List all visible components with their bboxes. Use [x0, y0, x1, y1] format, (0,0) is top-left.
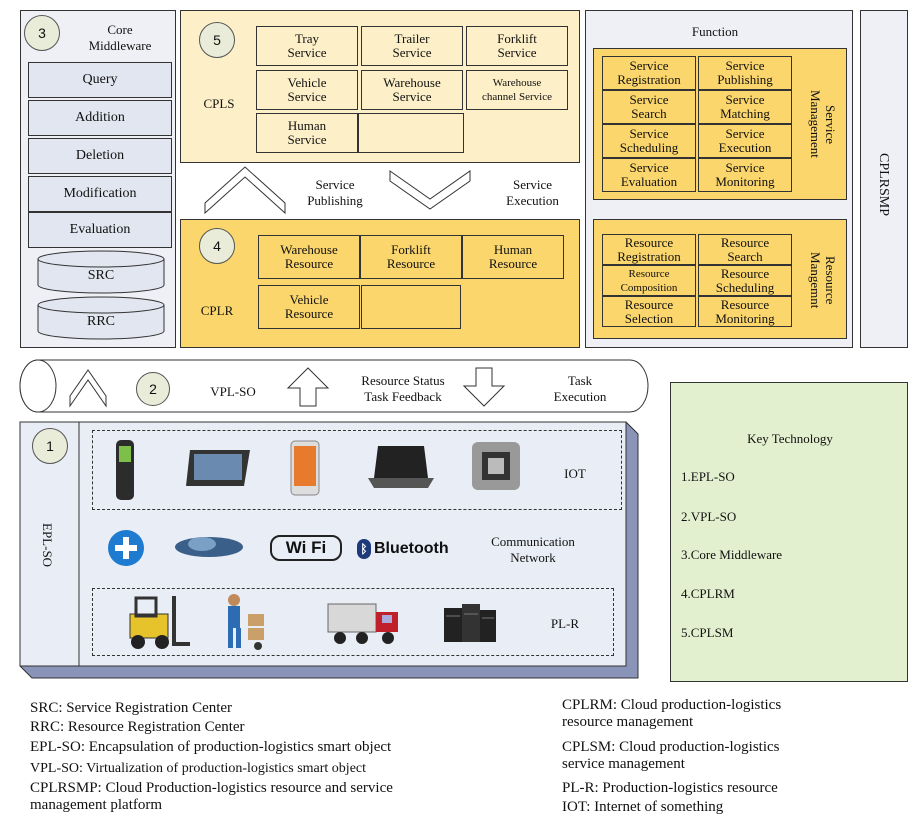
legend-iot: IOT: Internet of something — [562, 799, 724, 815]
resource-management-label: Resource Mangemnt — [808, 251, 838, 309]
core-item: Modification — [28, 176, 172, 212]
resource-function-cell: Resource Scheduling — [698, 265, 792, 296]
legend-src: SRC: Service Registration Center — [30, 700, 233, 716]
cplrsmp-label: CPLRSMP — [876, 153, 891, 217]
service-function-cell: Service Evaluation — [602, 158, 696, 192]
cpls-service-cell: Forklift Service — [466, 26, 568, 66]
bluetooth-icon: ᛒ — [357, 539, 371, 559]
legend-epl-so: EPL-SO: Encapsulation of production-logi… — [30, 739, 392, 755]
pl-r-label: PL-R — [550, 616, 580, 631]
database-icon: SRC — [36, 250, 166, 294]
key-tech-item: 1.EPL-SO — [681, 469, 735, 484]
resource-function-cell: Resource Monitoring — [698, 296, 792, 327]
tablet-icon — [186, 450, 250, 486]
service-arrows — [204, 166, 471, 215]
key-tech-item: 4.CPLRM — [681, 586, 735, 601]
forklift-icon — [129, 596, 190, 649]
service-function-cell: Service Publishing — [698, 56, 792, 90]
resource-status-label: Resource Status Task Feedback — [361, 373, 445, 404]
service-publishing-label: Service Publishing — [307, 177, 363, 208]
up-chevron-icon — [204, 166, 286, 215]
resource-function-cell: Resource Search — [698, 234, 792, 265]
function-title: Function — [691, 24, 739, 39]
communication-network-label: Communication Network — [491, 534, 575, 565]
resource-function-cell: Resource Composition — [602, 265, 696, 296]
cplr-label: CPLR — [200, 303, 234, 318]
core-item: Query — [28, 62, 172, 98]
key-tech-item: 3.Core Middleware — [681, 547, 783, 562]
legend-pl-r: PL-R: Production-logistics resource — [562, 780, 778, 796]
database-icon: RRC — [36, 296, 166, 340]
cpls-service-cell: Vehicle Service — [256, 70, 358, 110]
up-arrow-icon — [286, 367, 330, 407]
key-technology-title: Key Technology — [747, 431, 833, 446]
cplr-resource-cell: Vehicle Resource — [258, 285, 360, 329]
cpls-service-cell: Trailer Service — [361, 26, 463, 66]
service-function-cell: Service Matching — [698, 90, 792, 124]
up-chevron-small-icon — [69, 369, 107, 408]
laptop-icon — [368, 446, 434, 488]
key-technology-panel: Key Technology 1.EPL-SO 2.VPL-SO 3.Core … — [670, 382, 908, 682]
service-function-cell: Service Registration — [602, 56, 696, 90]
database-label: RRC — [86, 314, 115, 329]
vpl-number-badge: 2 — [136, 372, 170, 406]
truck-icon — [327, 603, 398, 644]
task-execution-label: Task Execution — [553, 373, 607, 404]
bluetooth-logo: ᛒ Bluetooth — [357, 538, 449, 560]
service-execution-label: Service Execution — [506, 177, 559, 208]
chip-icon — [472, 442, 520, 490]
core-item: Evaluation — [28, 212, 172, 248]
wifi-text: Wi Fi — [285, 538, 327, 557]
server-rack-icon — [444, 604, 496, 642]
epl-label: EPL-SO — [40, 522, 55, 568]
vpl-so-cylinder — [19, 359, 649, 413]
epl-number-badge: 1 — [32, 428, 68, 464]
smartphone-icon — [290, 440, 320, 496]
database-label: SRC — [87, 268, 115, 283]
cpls-number-badge: 5 — [199, 22, 235, 58]
cpls-service-cell: Warehouse Service — [361, 70, 463, 110]
cloud-icon — [175, 537, 243, 557]
legend-rrc: RRC: Resource Registration Center — [30, 719, 245, 735]
core-item: Deletion — [28, 138, 172, 174]
core-number-badge: 3 — [24, 15, 60, 51]
iot-group — [92, 430, 622, 510]
cpls-service-cell: Human Service — [256, 113, 358, 153]
cplr-empty-cell — [361, 285, 461, 329]
cpls-empty-cell — [358, 113, 464, 153]
wifi-logo: Wi Fi — [270, 535, 342, 561]
cplr-resource-cell: Human Resource — [462, 235, 564, 279]
iot-label: IOT — [564, 466, 586, 481]
legend-vpl-so: VPL-SO: Virtualization of production-log… — [30, 761, 367, 776]
bluetooth-text: Bluetooth — [374, 540, 449, 557]
core-title: Core Middleware — [88, 22, 152, 53]
key-tech-item: 5.CPLSM — [681, 625, 734, 640]
resource-function-cell: Resource Registration — [602, 234, 696, 265]
cpls-label: CPLS — [203, 96, 235, 111]
worker-hand-truck-icon — [228, 594, 264, 650]
cplr-resource-cell: Forklift Resource — [360, 235, 462, 279]
key-tech-item: 2.VPL-SO — [681, 509, 737, 524]
cplr-number-badge: 4 — [199, 228, 235, 264]
cpls-service-cell: Warehouse channel Service — [466, 70, 568, 110]
service-function-cell: Service Execution — [698, 124, 792, 158]
core-item: Addition — [28, 100, 172, 136]
legend-cplrsmp: CPLRSMP: Cloud Production-logistics reso… — [30, 780, 393, 813]
vpl-label: VPL-SO — [210, 384, 256, 399]
cplr-resource-cell: Warehouse Resource — [258, 235, 360, 279]
handheld-scanner-icon — [116, 440, 134, 500]
legend-cplsm: CPLSM: Cloud production-logistics servic… — [562, 739, 780, 772]
cpls-service-cell: Tray Service — [256, 26, 358, 66]
service-function-cell: Service Monitoring — [698, 158, 792, 192]
network-plus-icon — [108, 530, 144, 566]
service-management-label: Service Management — [808, 90, 838, 158]
pl-r-group — [92, 588, 614, 656]
down-arrow-icon — [462, 367, 506, 407]
service-function-cell: Service Search — [602, 90, 696, 124]
down-chevron-icon — [389, 170, 471, 210]
cplrsmp-panel — [860, 10, 908, 348]
resource-function-cell: Resource Selection — [602, 296, 696, 327]
service-function-cell: Service Scheduling — [602, 124, 696, 158]
legend-cplrm: CPLRM: Cloud production-logistics resour… — [562, 697, 782, 730]
